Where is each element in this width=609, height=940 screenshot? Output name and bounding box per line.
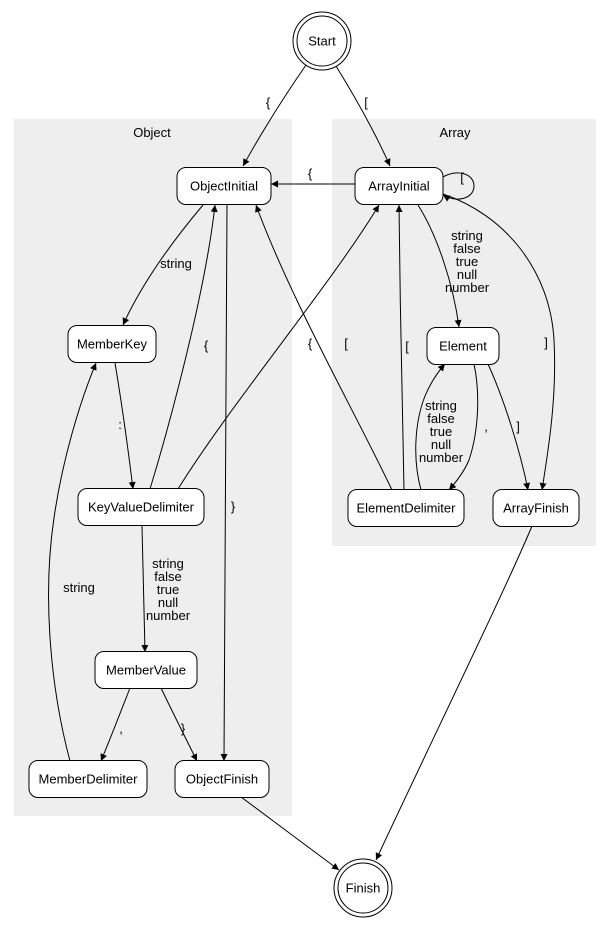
edge-keyvaluedelimiter-arrayinitial	[177, 204, 380, 490]
edge-objectinitial-objectfinish	[220, 204, 228, 762]
node-label-ArrayFinish: ArrayFinish	[503, 501, 569, 516]
node-ElementDelimiter: ElementDelimiter	[347, 489, 465, 527]
node-label-ObjectFinish: ObjectFinish	[186, 772, 258, 787]
edge-elementdelimiter-arrayinitial	[395, 204, 405, 491]
node-label-Element: Element	[439, 339, 487, 354]
edge-label-objectinitial-memberkey: string	[160, 256, 192, 271]
edge-keyvaluedelimiter-membervalue	[141, 525, 149, 653]
edge-start-objectinitial	[242, 64, 307, 167]
edge-label-keyvaluedelimiter-arrayinitial: [	[344, 336, 348, 351]
edge-arrayfinish-finish	[375, 525, 533, 861]
edge-label-element-elementdelimiter: ,	[484, 419, 488, 434]
edge-memberkey-keyvaluedelimiter	[114, 362, 136, 490]
node-KeyValueDelimiter: KeyValueDelimiter	[77, 488, 205, 526]
edge-label-element-arrayfinish: ]	[516, 419, 520, 434]
edge-objectinitial-memberkey	[122, 204, 204, 326]
edge-membervalue-objectfinish	[160, 687, 198, 762]
edge-keyvaluedelimiter-objectinitial	[149, 204, 218, 490]
node-MemberDelimiter: MemberDelimiter	[28, 760, 148, 798]
edge-label-memberkey-keyvaluedelimiter: :	[118, 417, 122, 432]
node-ArrayInitial: ArrayInitial	[354, 167, 444, 205]
node-Element: Element	[426, 327, 500, 365]
edge-label-elementdelimiter-objectinitial: {	[308, 336, 313, 351]
node-label-KeyValueDelimiter: KeyValueDelimiter	[88, 500, 195, 515]
node-label-ElementDelimiter: ElementDelimiter	[357, 501, 457, 516]
edge-label-objectinitial-objectfinish: }	[231, 499, 236, 514]
cluster-label-array: Array	[439, 125, 471, 140]
edge-element-elementdelimiter	[448, 363, 479, 491]
node-label-Start: Start	[308, 34, 336, 49]
node-label-ArrayInitial: ArrayInitial	[368, 179, 430, 194]
edge-arrayinitial-element	[417, 204, 462, 328]
node-label-Finish: Finish	[346, 881, 381, 896]
node-label-ObjectInitial: ObjectInitial	[190, 179, 258, 194]
node-Start: Start	[292, 11, 352, 71]
edge-start-arrayinitial	[335, 65, 391, 167]
cluster-label-object: Object	[133, 125, 171, 140]
node-MemberKey: MemberKey	[67, 325, 157, 363]
cluster-object	[14, 119, 292, 816]
edge-objectfinish-finish	[240, 796, 340, 871]
edge-memberdelimiter-memberkey	[48, 362, 97, 762]
node-label-MemberDelimiter: MemberDelimiter	[39, 772, 139, 787]
node-ObjectFinish: ObjectFinish	[174, 760, 270, 798]
edge-label-elementdelimiter-arrayinitial: [	[405, 339, 409, 354]
edge-elementdelimiter-element	[415, 363, 446, 491]
edge-membervalue-memberdelimiter	[100, 687, 131, 762]
edge-label-arrayinitial-arrayfinish: ]	[544, 335, 548, 350]
edge-label-arrayinitial-self: [	[460, 170, 464, 185]
edge-elementdelimiter-objectinitial	[255, 204, 393, 491]
edge-arrayinitial-arrayfinish	[442, 193, 556, 491]
edge-label-membervalue-objectfinish: }	[181, 721, 186, 736]
node-ObjectInitial: ObjectInitial	[176, 167, 272, 205]
edge-label-start-arrayinitial: [	[364, 95, 368, 110]
node-label-MemberKey: MemberKey	[77, 337, 148, 352]
edge-label-start-objectinitial: {	[266, 95, 271, 110]
edge-label-keyvaluedelimiter-objectinitial: {	[204, 338, 209, 353]
node-ArrayFinish: ArrayFinish	[492, 489, 580, 527]
node-MemberValue: MemberValue	[94, 651, 198, 689]
edge-label-arrayinitial-objectinitial: {	[308, 166, 313, 181]
edge-label-memberdelimiter-memberkey: string	[63, 580, 95, 595]
edge-label-membervalue-memberdelimiter: ,	[119, 721, 123, 736]
clusters-layer: Object Array	[14, 119, 596, 816]
edge-element-arrayfinish	[487, 363, 531, 491]
node-Finish: Finish	[333, 858, 393, 918]
node-label-MemberValue: MemberValue	[106, 663, 186, 678]
